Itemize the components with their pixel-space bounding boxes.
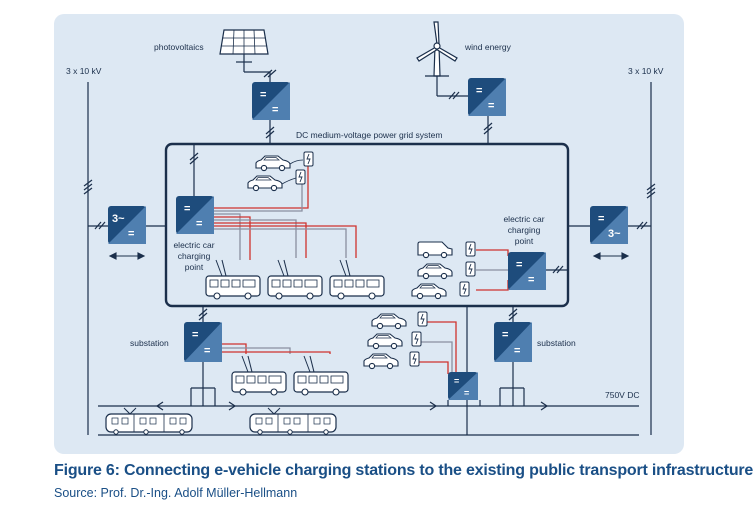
svg-text:=: = [528,274,534,286]
svg-text:3~: 3~ [112,213,125,225]
bus-3 [329,259,385,300]
grid-lines [83,82,656,435]
van-1 [417,241,453,259]
bus-5 [293,355,349,396]
svg-text:=: = [502,329,508,341]
converter-trackside: = = [448,372,478,400]
car-6 [367,333,403,350]
charging-infrastructure-diagram: = = = = = = = = 3~ = = 3~ = = = [66,21,664,436]
label-grid-right: 3 x 10 kV [628,66,664,76]
car-7 [363,353,399,370]
svg-text:=: = [476,85,482,97]
svg-text:=: = [454,376,459,386]
inverter-right: = 3~ [590,206,628,244]
converter-wind: = = [468,78,506,116]
svg-text:=: = [514,345,520,357]
figure-source: Source: Prof. Dr.-Ing. Adolf Müller-Hell… [54,486,298,500]
label-substation-right: substation [537,338,576,348]
svg-text:=: = [488,100,494,112]
tram-1 [105,407,193,435]
charger-7 [411,331,422,347]
bus-1 [205,259,261,300]
tram-2 [249,407,337,435]
label-grid-left: 3 x 10 kV [66,66,102,76]
charger-8 [409,351,420,367]
converter-substation-right: = = [494,322,532,362]
label-ecs-left-1: electric car [173,240,214,250]
svg-text:3~: 3~ [608,228,621,240]
svg-text:=: = [260,89,266,101]
label-substation-left: substation [130,338,169,348]
bus-4 [231,355,287,396]
svg-text:=: = [128,228,134,240]
car-5 [371,313,407,330]
label-ecs-right-2: charging [508,225,541,235]
exchange-arrow-left [108,252,146,260]
solar-panel-icon [219,29,269,63]
figure-caption: Figure 6: Connecting e-vehicle charging … [54,462,754,479]
label-ecs-left-3: point [185,262,204,272]
converter-substation-left: = = [184,322,222,362]
label-photovoltaics: photovoltaics [154,42,204,52]
label-ecs-right-3: point [515,236,534,246]
label-wind-energy: wind energy [464,42,512,52]
converter-ecs-right: = = [508,252,546,290]
converter-pv: = = [252,82,290,120]
svg-text:=: = [196,218,202,230]
car-4 [411,283,447,300]
diagram-panel [54,14,684,454]
svg-text:=: = [516,259,522,271]
charger-3 [465,241,476,257]
exchange-arrow-right [592,252,630,260]
bus-2 [267,259,323,300]
label-ecs-left-2: charging [178,251,211,261]
inverter-left: 3~ = [108,206,146,244]
svg-text:=: = [204,345,210,357]
charger-5 [459,281,470,297]
svg-text:=: = [598,213,604,225]
label-dc-grid: DC medium-voltage power grid system [296,130,442,140]
car-1 [255,155,291,172]
charger-4 [465,261,476,277]
wind-turbine-icon [416,21,458,77]
label-ecs-right-1: electric car [503,214,544,224]
svg-text:=: = [192,329,198,341]
charger-1 [303,151,314,167]
svg-text:=: = [184,203,190,215]
dc-grid-box [164,142,570,308]
charger-2 [295,169,306,185]
svg-text:=: = [464,388,469,398]
car-2 [247,175,283,192]
converter-ecs-left: = = [176,196,214,234]
label-dc-line: 750V DC [605,390,640,400]
charger-6 [417,311,428,327]
car-3 [417,263,453,280]
svg-text:=: = [272,104,278,116]
